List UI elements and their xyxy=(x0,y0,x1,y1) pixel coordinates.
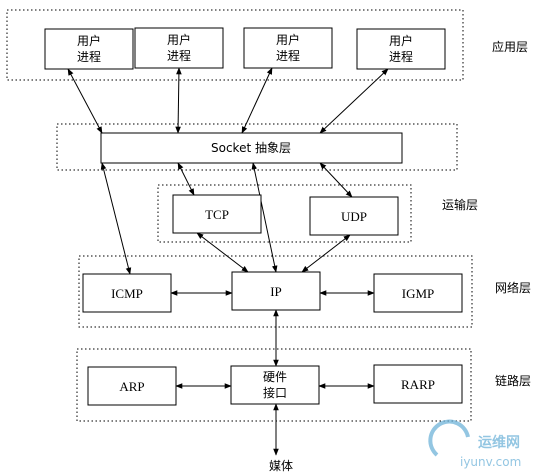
user-process-3: 用户 进程 xyxy=(243,27,333,69)
connector-proc2-socket xyxy=(175,67,182,134)
user-process-1-line2: 进程 xyxy=(77,49,101,64)
arp-box: ARP xyxy=(87,366,177,406)
connector-udp-ip xyxy=(301,234,351,273)
icmp-label: ICMP xyxy=(111,286,143,301)
connector-tcp-ip xyxy=(196,232,249,273)
user-process-4-line2: 进程 xyxy=(389,49,413,64)
transport-layer-label: 运输层 xyxy=(442,197,478,212)
socket-box: Socket 抽象层 xyxy=(100,132,403,164)
user-process-3-line2: 进程 xyxy=(276,48,300,63)
connector-socket-tcp xyxy=(177,162,195,196)
socket-label: Socket 抽象层 xyxy=(211,141,291,155)
user-process-2: 用户 进程 xyxy=(134,27,224,69)
tcp-label: TCP xyxy=(205,207,229,222)
user-process-4-line1: 用户 xyxy=(389,33,413,48)
user-process-2-line1: 用户 xyxy=(167,32,191,47)
user-process-3-line1: 用户 xyxy=(276,32,300,47)
hardware-interface-box: 硬件 接口 xyxy=(230,365,320,405)
igmp-box: IGMP xyxy=(373,273,463,313)
transport-layer-frame xyxy=(157,184,412,243)
user-process-1: 用户 进程 xyxy=(44,28,134,70)
rarp-box: RARP xyxy=(373,364,463,404)
link-layer-label: 链路层 xyxy=(495,373,531,388)
igmp-label: IGMP xyxy=(402,286,435,301)
arp-label: ARP xyxy=(119,379,144,394)
rarp-label: RARP xyxy=(401,377,435,392)
hardware-interface-line1: 硬件 xyxy=(263,370,287,384)
hardware-interface-line2: 接口 xyxy=(263,385,287,400)
network-layer-label: 网络层 xyxy=(495,280,531,295)
connector-proc4-socket xyxy=(319,68,389,134)
icmp-box: ICMP xyxy=(82,273,172,313)
user-process-1-line1: 用户 xyxy=(77,33,101,48)
watermark-logo-icon xyxy=(428,419,470,457)
watermark-brand: 运维网 xyxy=(478,434,520,451)
connector-proc3-socket xyxy=(241,67,273,134)
application-layer-label: 应用层 xyxy=(492,39,528,54)
user-process-4: 用户 进程 xyxy=(356,28,446,70)
connector-socket-udp xyxy=(319,162,353,198)
connector-socket-ip xyxy=(251,162,278,273)
watermark: 运维网 iyunv.com xyxy=(428,419,521,469)
udp-label: UDP xyxy=(341,209,367,224)
connector-socket-icmp xyxy=(100,162,132,275)
watermark-url: iyunv.com xyxy=(460,455,521,469)
ip-label: IP xyxy=(270,284,282,299)
media-label: 媒体 xyxy=(269,459,293,473)
udp-box: UDP xyxy=(309,196,399,236)
user-process-2-line2: 进程 xyxy=(167,48,191,63)
connectors xyxy=(67,67,389,456)
connector-proc1-socket xyxy=(67,68,103,134)
application-layer-frame xyxy=(6,9,464,81)
ip-box: IP xyxy=(231,271,321,311)
tcp-box: TCP xyxy=(172,194,262,234)
